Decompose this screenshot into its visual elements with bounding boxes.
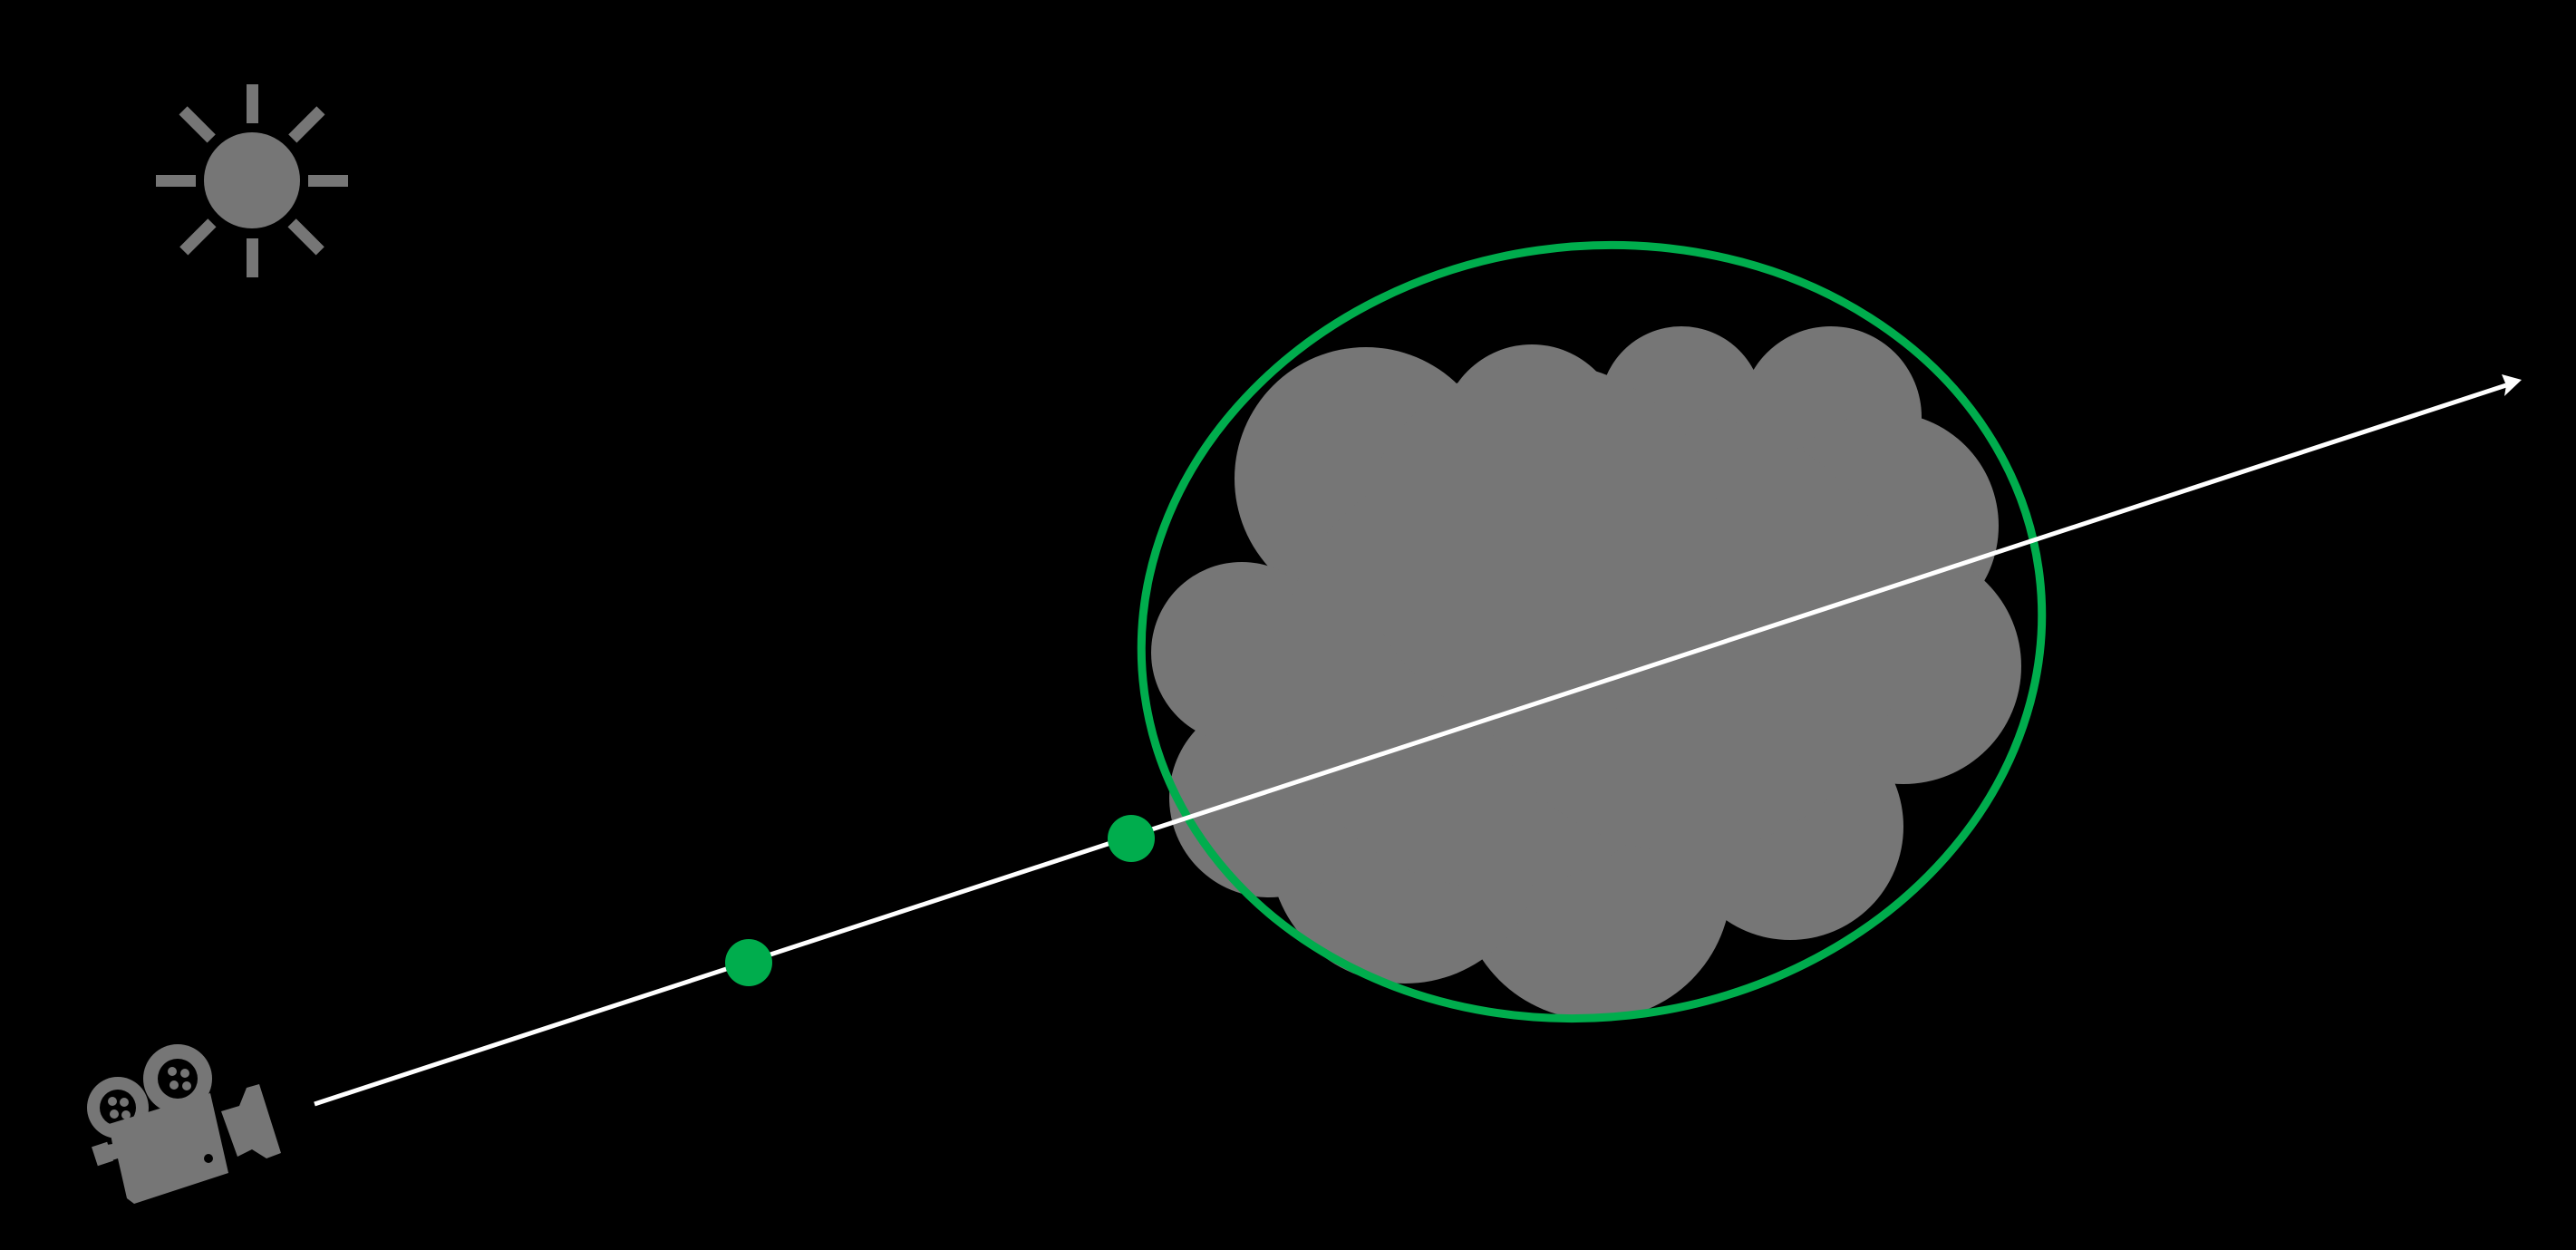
cloud-shape	[1151, 326, 2021, 1020]
movie-camera-icon	[87, 1044, 281, 1204]
entry-sample-point	[725, 939, 772, 986]
view-ray	[314, 383, 2507, 1107]
bounding-ellipse	[1137, 240, 2047, 1023]
ray-arrowhead	[2502, 374, 2522, 396]
bounds-hit-point	[1108, 815, 1155, 862]
sun-icon	[156, 84, 348, 277]
